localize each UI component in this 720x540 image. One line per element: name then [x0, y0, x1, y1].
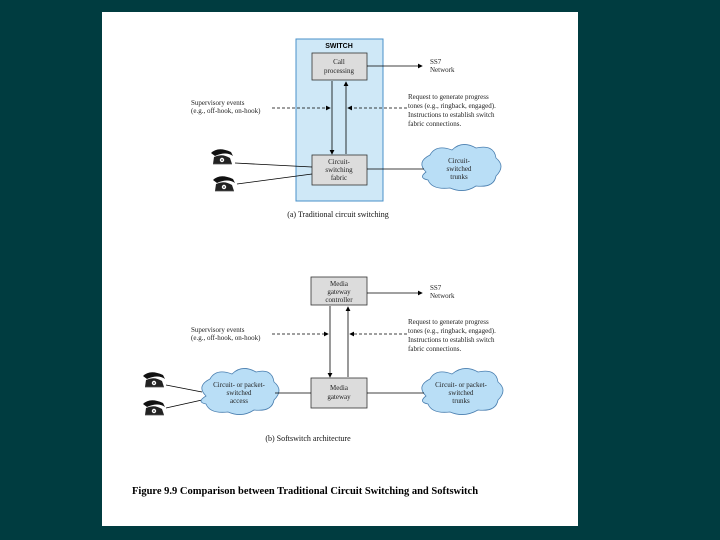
- switching-fabric-label-2: switching: [325, 166, 353, 174]
- caption-a: (a) Traditional circuit switching: [287, 210, 389, 219]
- media-gateway-controller-box: [310, 276, 368, 306]
- access-cloud-b: [200, 368, 280, 415]
- call-processing-box: [311, 52, 368, 81]
- caption-b: (b) Softswitch architecture: [265, 434, 351, 443]
- ss7-label-a-1: SS7: [430, 58, 442, 66]
- request-label-a-3: Instructions to establish switch: [408, 111, 495, 119]
- switching-fabric-box: [311, 154, 368, 186]
- cloud-a-label-1: Circuit-: [448, 157, 470, 165]
- request-label-a-2: tones (e.g., ringback, engaged).: [408, 102, 496, 110]
- request-label-b-1: Request to generate progress: [408, 318, 489, 326]
- mgc-label-1: Media: [330, 280, 349, 288]
- call-processing-label-2: processing: [324, 67, 354, 75]
- telephone-icon: [212, 175, 236, 192]
- ss7-label-b-2: Network: [430, 292, 455, 300]
- media-gateway-label-1: Media: [330, 384, 349, 392]
- switching-fabric-label-3: fabric: [331, 174, 347, 182]
- request-label-a-4: fabric connections.: [408, 120, 462, 128]
- cloud-a-label-3: trunks: [450, 173, 468, 181]
- supervisory-label-b-1: Supervisory events: [191, 326, 245, 334]
- comparison-diagram: SWITCH Call processing Circuit- switchin…: [132, 38, 504, 497]
- switching-fabric-label-1: Circuit-: [328, 158, 350, 166]
- telephone-icon: [142, 371, 166, 388]
- trunks-cloud-a: [421, 144, 502, 191]
- mgc-label-2: gateway: [327, 288, 351, 296]
- ss7-label-b-1: SS7: [430, 284, 442, 292]
- telephone-icon: [142, 399, 166, 416]
- figure-caption: Figure 9.9 Comparison between Traditiona…: [132, 486, 478, 497]
- supervisory-label-a-2: (e.g., off-hook, on-hook): [191, 107, 261, 115]
- request-label-a-1: Request to generate progress: [408, 93, 489, 101]
- media-gateway-box: [310, 377, 368, 409]
- telephone-icon: [210, 148, 234, 165]
- media-gateway-label-2: gateway: [327, 393, 351, 401]
- cloud-b-left-label-1: Circuit- or packet-: [213, 381, 265, 389]
- cloud-a-label-2: switched: [447, 165, 472, 173]
- request-label-b-2: tones (e.g., ringback, engaged).: [408, 327, 496, 335]
- cloud-b-left-label-2: switched: [227, 389, 252, 397]
- call-processing-label-1: Call: [333, 58, 345, 66]
- trunks-cloud-b: [421, 368, 504, 415]
- cloud-b-left-label-3: access: [230, 397, 248, 405]
- switch-title: SWITCH: [325, 43, 353, 50]
- cloud-b-right-label-1: Circuit- or packet-: [435, 381, 487, 389]
- mgc-label-3: controller: [325, 296, 353, 304]
- ss7-label-a-2: Network: [430, 66, 455, 74]
- supervisory-label-b-2: (e.g., off-hook, on-hook): [191, 334, 261, 342]
- cloud-b-right-label-2: switched: [449, 389, 474, 397]
- request-label-b-4: fabric connections.: [408, 345, 462, 353]
- request-label-b-3: Instructions to establish switch: [408, 336, 495, 344]
- cloud-b-right-label-3: trunks: [452, 397, 470, 405]
- supervisory-label-a-1: Supervisory events: [191, 99, 245, 107]
- figure-page: SWITCH Call processing Circuit- switchin…: [102, 12, 578, 526]
